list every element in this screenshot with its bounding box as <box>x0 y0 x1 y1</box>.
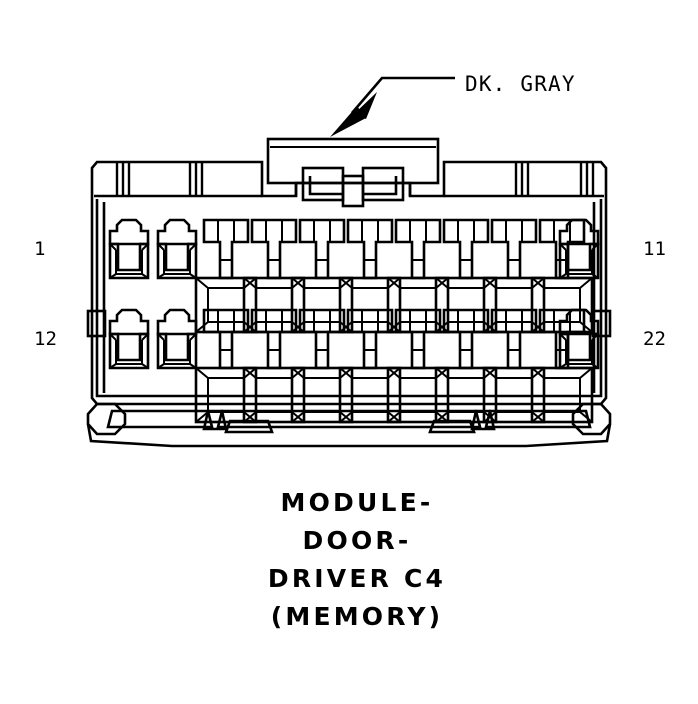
pin-label-top-left: 1 <box>34 238 45 260</box>
callout-leader-line <box>351 76 455 114</box>
shell-ribs-left <box>115 163 204 196</box>
shell-inner-wall <box>95 199 603 398</box>
caption-block: MODULE- DOOR- DRIVER C4 (MEMORY) <box>268 488 446 631</box>
skirt-corner-left <box>86 402 127 436</box>
skirt-base-plate <box>86 423 612 448</box>
shell-ribs-right <box>514 163 595 196</box>
callout-leader-group <box>330 76 455 137</box>
latch-center-tab <box>341 174 365 208</box>
caption-line-3: DRIVER C4 <box>268 564 446 593</box>
pin-label-top-right: 11 <box>643 238 666 260</box>
caption-line-1: MODULE- <box>281 488 434 517</box>
side-latch-nub-left <box>86 309 107 338</box>
skirt-panel-left <box>106 409 214 429</box>
pin-label-bottom-left: 12 <box>34 328 57 350</box>
callout-label: DK. GRAY <box>465 72 576 96</box>
pin-label-bottom-right: 22 <box>643 328 666 350</box>
caption-line-4: (MEMORY) <box>271 602 444 631</box>
callout-arrowhead-fill-icon <box>330 106 366 137</box>
caption-line-2: DOOR- <box>303 526 412 555</box>
